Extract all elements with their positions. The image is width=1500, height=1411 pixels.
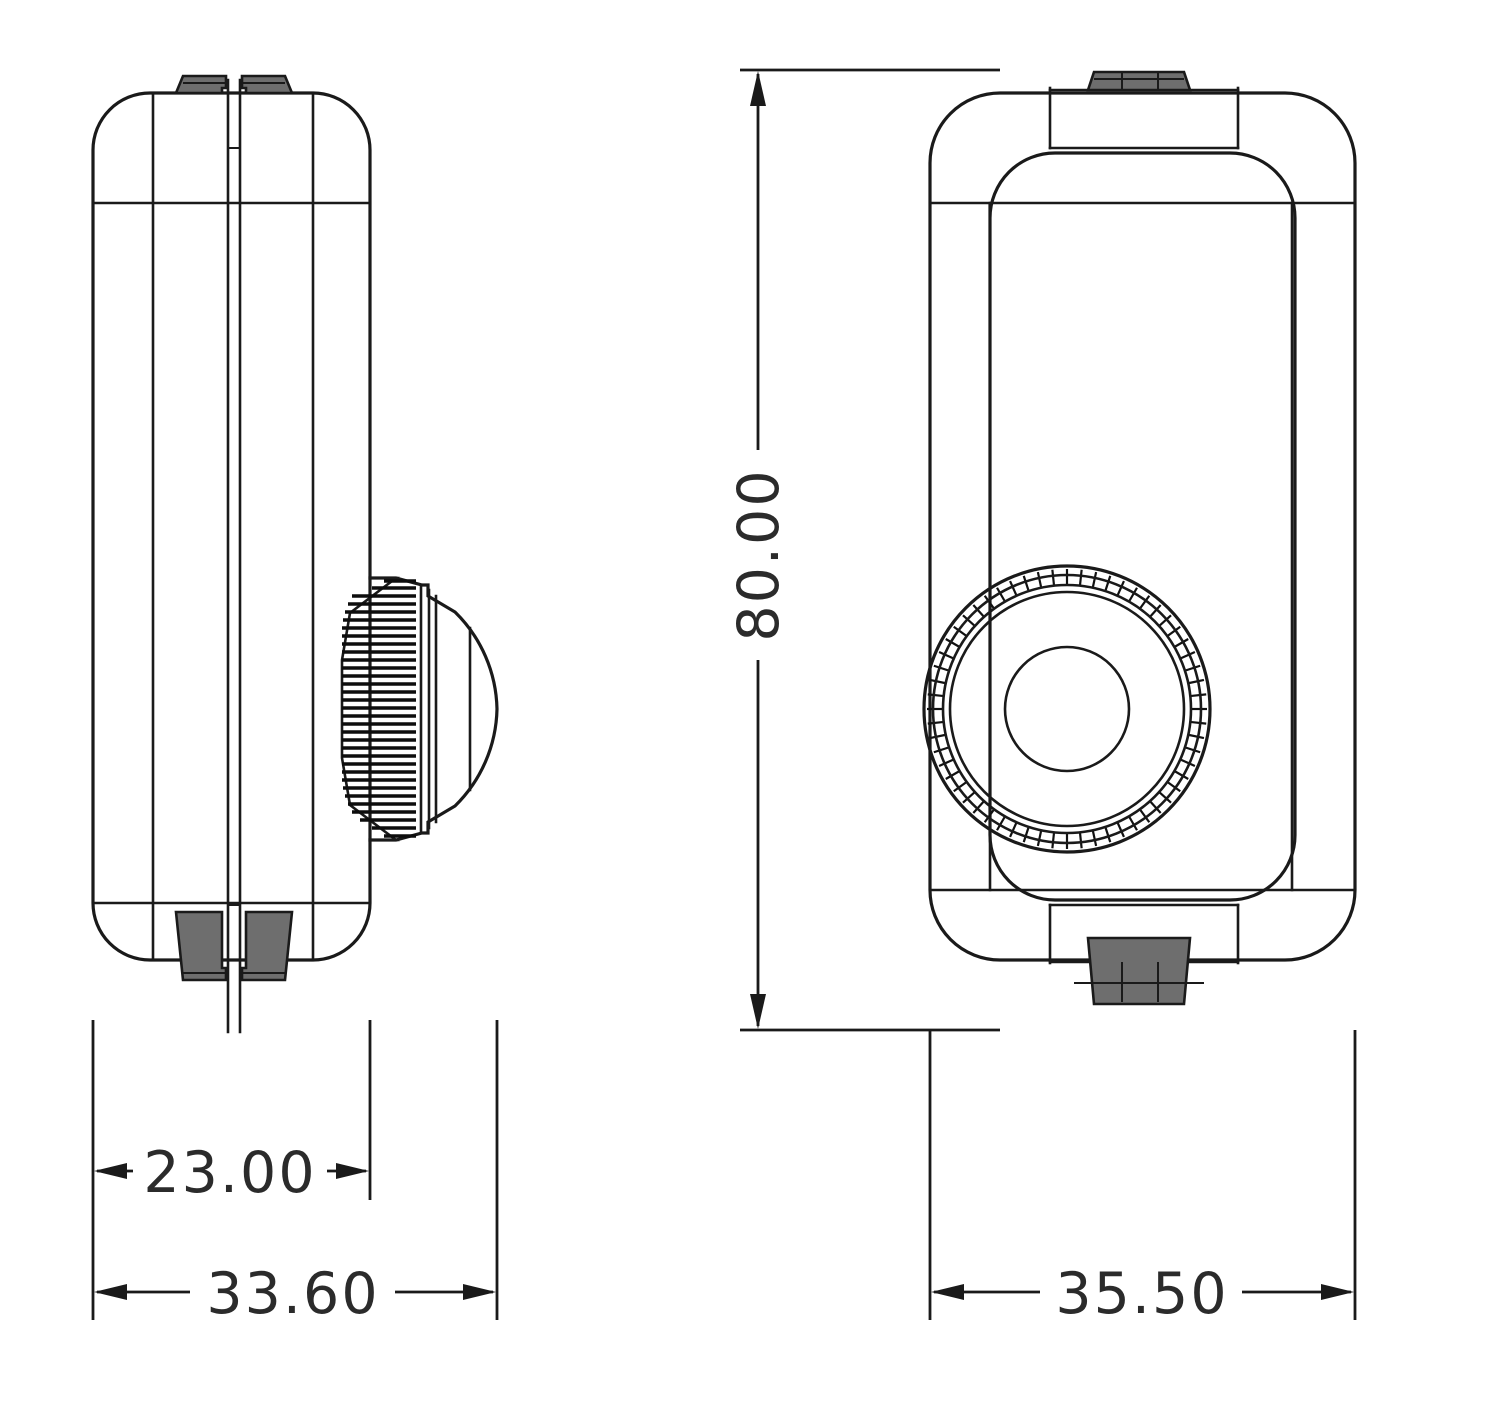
dimension-text-3550: 35.50 [1055,1261,1228,1327]
front-view-dial-center-circle [1003,645,1131,773]
front-view-top-tab [1086,70,1192,92]
dim-23-arrow-right [336,1163,369,1179]
dimension-80-group [740,68,1000,1032]
front-view-inner-recess [988,151,1297,902]
dim-3550-arrow-left [931,1284,964,1300]
dimension-3550-group [928,1030,1357,1320]
front-view-bottom-tab [1086,936,1192,1006]
dimension-text-80: 80.00 [726,468,792,641]
dim-80-arrow-bottom [750,994,766,1029]
front-view-dial-knurl-ring [927,569,1207,849]
side-view-knob-knurl-ridges [342,579,416,838]
dimension-23-group [91,1020,372,1200]
side-view-bottom-tab-left [174,910,228,982]
side-view-group [91,74,499,1034]
side-view-knob-outline [368,576,499,842]
dim-3360-arrow-left [94,1284,127,1300]
dimension-3360-group [91,1020,499,1320]
front-view-dial-outer-circle [922,564,1212,854]
dim-3550-arrow-right [1321,1284,1354,1300]
side-view-body-outline [91,91,372,962]
dimension-text-3360: 33.60 [206,1261,379,1327]
side-view-top-tab-left [174,74,228,95]
dimension-text-23: 23.00 [143,1140,316,1206]
side-view-top-tab-right [240,74,294,95]
dim-23-arrow-left [94,1163,127,1179]
dim-3360-arrow-right [463,1284,496,1300]
front-view-dial-ring-inner [941,583,1193,835]
front-view-outer-outline [928,91,1357,962]
dim-80-arrow-top [750,71,766,106]
front-view-group [922,70,1357,1006]
front-view-dial-ring-seat [948,590,1186,828]
side-view-bottom-tab-right [240,910,294,982]
front-view-dial-ring-outer [931,573,1203,845]
